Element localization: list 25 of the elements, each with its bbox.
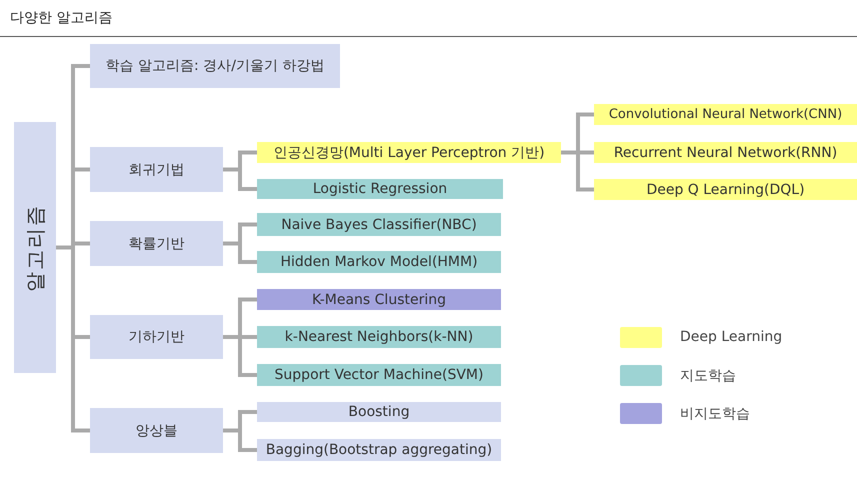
algorithm-bar: Naive Bayes Classifier(NBC) [257, 213, 501, 236]
legend-label: 비지도학습 [680, 405, 750, 423]
legend-label: Deep Learning [680, 329, 782, 345]
algorithm-bar: 인공신경망(Multi Layer Perceptron 기반) [257, 142, 561, 163]
algorithm-bar: Hidden Markov Model(HMM) [257, 251, 501, 273]
algorithm-bar: k-Nearest Neighbors(k-NN) [257, 326, 501, 348]
connector-line [223, 168, 257, 191]
connector-line [223, 428, 257, 452]
algorithm-bar: K-Means Clustering [257, 289, 501, 310]
category-box: 확률기반 [90, 221, 223, 266]
algorithm-bar: Boosting [257, 402, 501, 422]
diagram-title: 다양한 알고리즘 [10, 9, 112, 27]
algorithm-bar: Bagging(Bootstrap aggregating) [257, 439, 501, 461]
algorithm-bar: Recurrent Neural Network(RNN) [594, 142, 857, 163]
algorithm-bar: Support Vector Machine(SVM) [257, 364, 501, 386]
category-box: 기하기반 [90, 315, 223, 359]
algorithm-bar: Convolutional Neural Network(CNN) [594, 104, 857, 125]
algorithm-bar: Deep Q Learning(DQL) [594, 179, 857, 200]
category-box: 회귀기법 [90, 147, 223, 192]
connector-line [561, 150, 594, 192]
category-box: 학습 알고리즘: 경사/기울기 하강법 [90, 44, 340, 88]
algorithm-bar: Logistic Regression [257, 179, 503, 199]
root-box: 알고리즘 [14, 122, 56, 373]
legend-label: 지도학습 [680, 367, 736, 385]
category-box: 앙상블 [90, 408, 223, 453]
